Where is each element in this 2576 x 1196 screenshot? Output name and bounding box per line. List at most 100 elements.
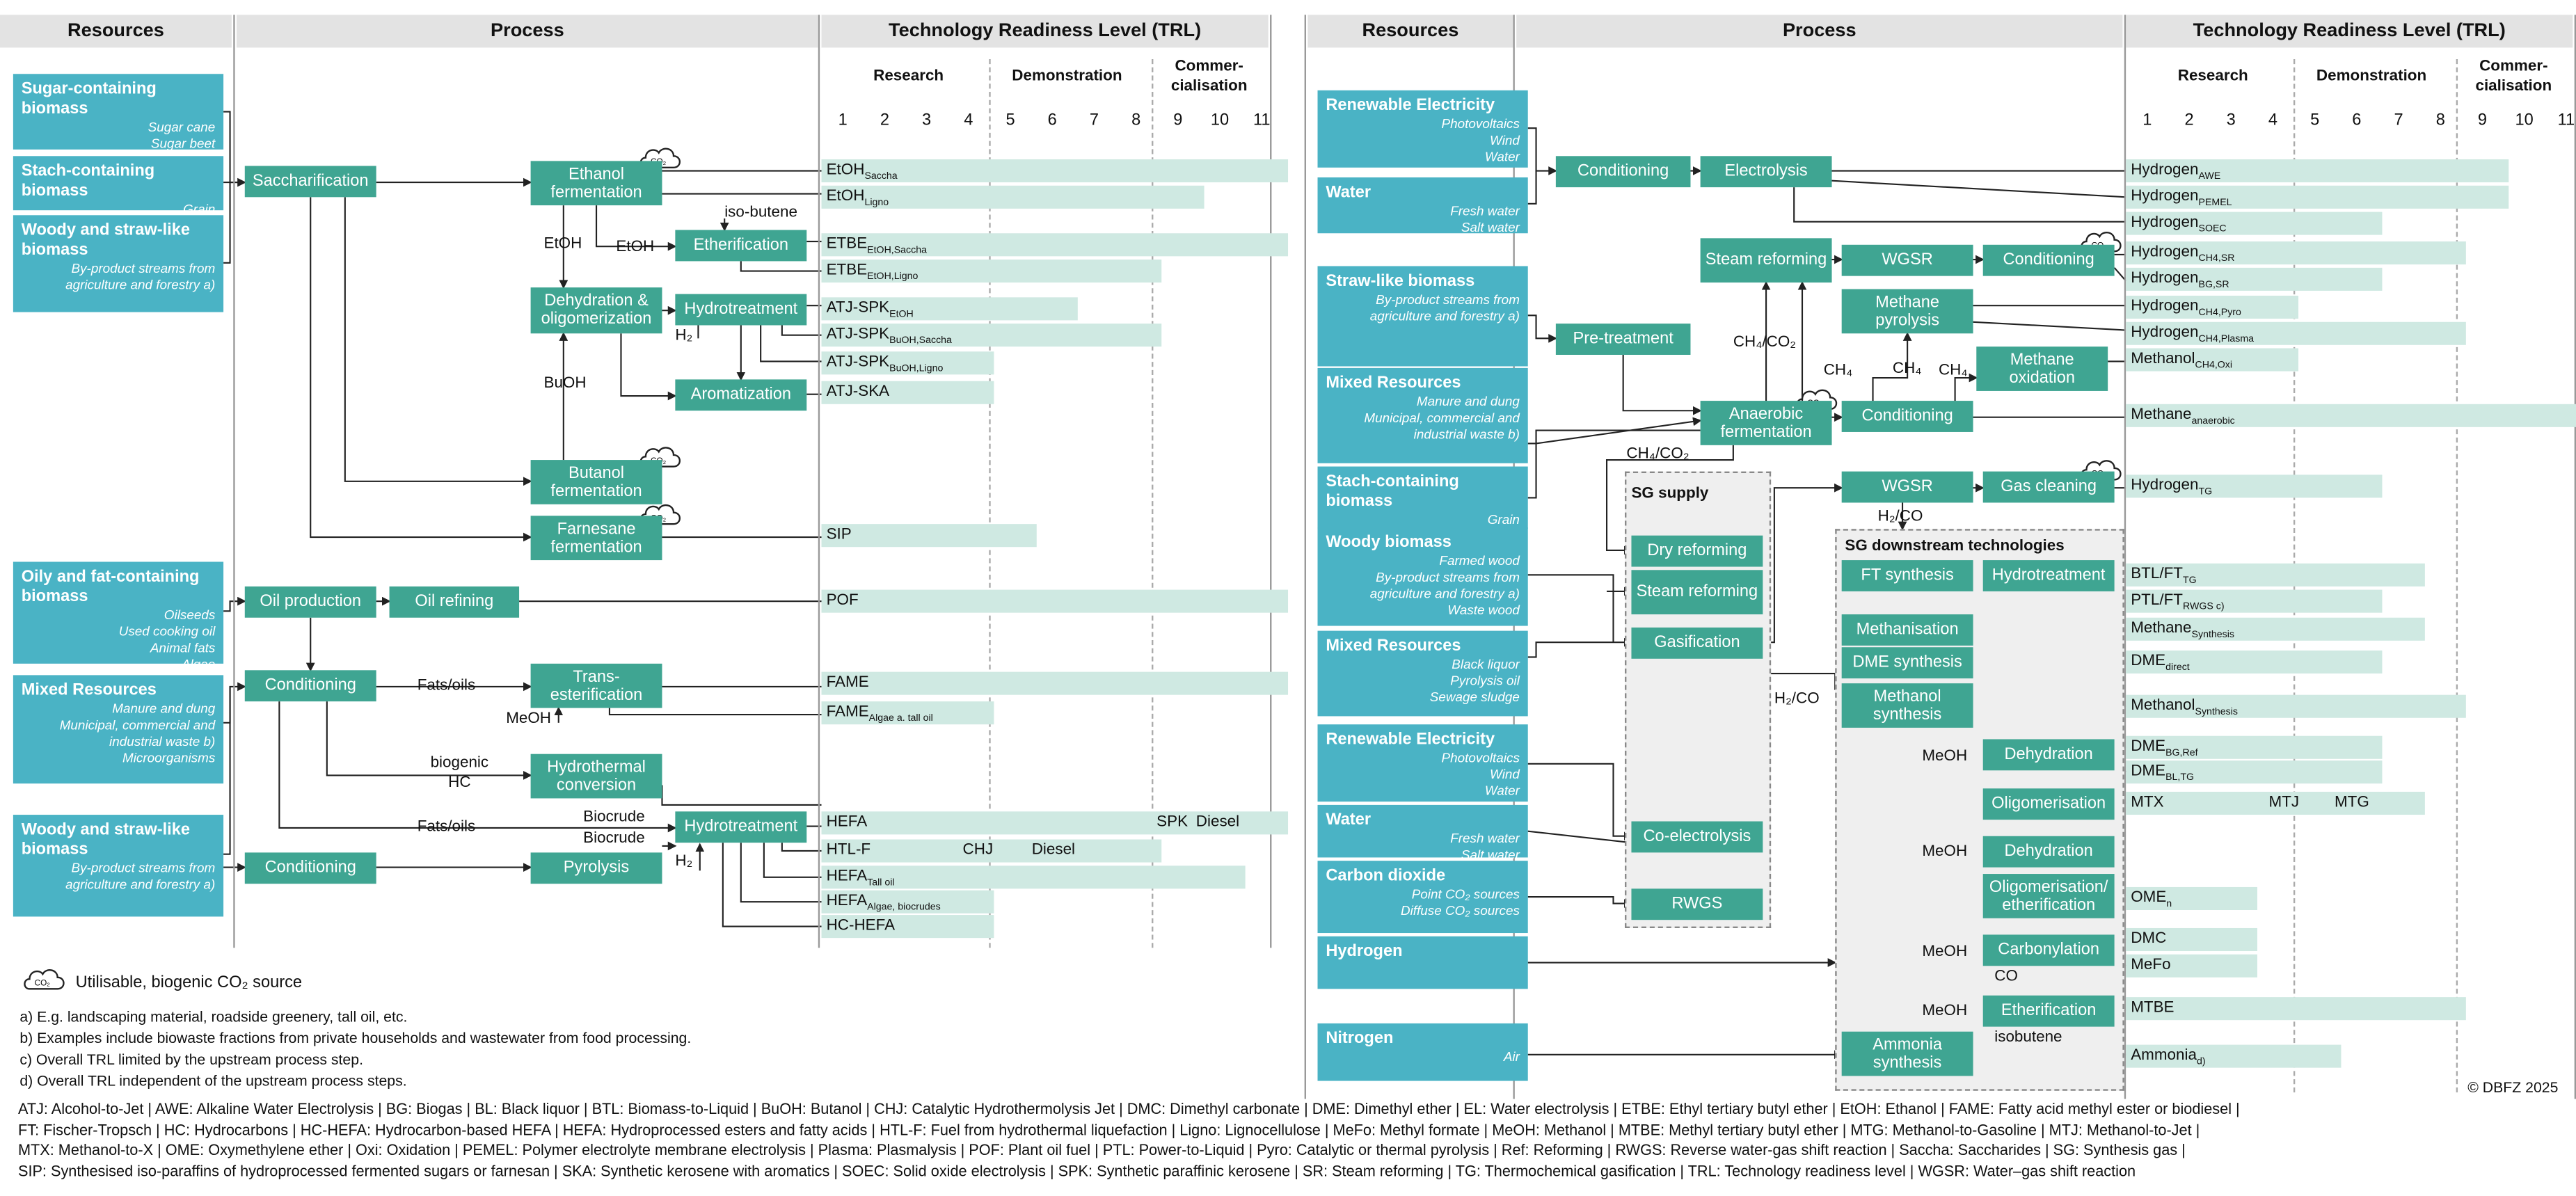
trl-bar-subscript: anaerobic [2191,417,2235,427]
trl-bar-subscript: BuOH,Ligno [889,364,944,375]
trl-bar-subscript: RWGS c) [2182,603,2225,613]
resource-subtitle: Farmed wood By-product streams from agri… [1369,553,1520,618]
flow-connector [1527,417,1702,445]
process-dehydration1: Dehydration [1982,739,2115,771]
flow-connector [223,596,246,612]
trl-bar-left: HEFAAlgae, biocrudes [821,890,994,914]
trl-bar-label: HC-HEFA [826,916,896,935]
flow-connector [278,701,677,833]
trl-number: 5 [1005,111,1015,130]
trl-bar-label: HEFA [826,813,868,831]
trl-category-commercialisation: Commer- cialisation [2475,57,2552,95]
process-conditioning-a: Conditioning [1555,156,1691,188]
trl-bar-extra-label: CHJ [962,840,994,859]
flow-connector [1527,429,1701,499]
trl-bar-left: ETBEEtOH,Ligno [821,260,1162,283]
footnote: c) Overall TRL limited by the upstream p… [19,1051,364,1068]
trl-bar-label: OME [2131,888,2167,907]
trl-bar-subscript: Tall oil [867,878,895,889]
trl-bar-right: HydrogenBG,SR [2126,267,2383,291]
process-oligo-ether: Oligomerisation/ etherification [1982,874,2115,918]
trl-bar-label: MTX [2131,793,2164,812]
trl-bar-subscript: BG,Ref [2165,749,2198,759]
trl-bar-left: HTL-F CHJ Diesel [821,839,1162,863]
trl-number: 5 [2310,111,2320,130]
trl-bar-left: ATJ-SPKBuOH,Ligno [821,351,994,375]
process-steam-reforming: Steam reforming [1700,238,1832,283]
process-conditioning2: Conditioning [244,852,376,884]
process-etherification: Etherification [1982,995,2115,1027]
trl-bar-right: DMEBL,TG [2126,760,2383,784]
flow-connector [740,843,822,903]
trl-bar-left: EtOHLigno [821,185,1204,209]
process-farnesane-fermentation: Farnesane fermentation [530,516,662,561]
resource-title: Straw-like biomass [1326,272,1475,291]
flow-connector [781,325,822,336]
trl-number: 10 [2515,111,2534,130]
trl-bar-subscript: BG,SR [2198,280,2229,291]
trl-bar-subscript: Saccha [864,172,898,182]
resource-subtitle: Black liquor Pyrolysis oil Sewage sludge [1429,657,1520,705]
trl-bar-extra-label: Diesel [1195,813,1240,831]
resource-title: Carbon dioxide [1326,867,1446,886]
trl-phase-divider [2456,58,2458,1093]
resource-subtitle: Grain [1487,512,1520,527]
co2-cloud-icon: CO₂ [24,969,65,990]
trl-number: 7 [2394,111,2403,130]
trl-bar-right: HydrogenTG [2126,475,2383,498]
trl-bar-label: HTL-F [826,840,871,859]
process-conditioning-b: Conditioning [1982,244,2115,276]
flow-connector [326,701,532,780]
resource-subtitle: By-product streams from agriculture and … [65,261,216,293]
flow-connector [1527,314,1557,343]
trl-bar-label: FAME [826,673,869,692]
process-methane-oxidation: Methane oxidation [1976,346,2108,391]
trl-bar-right: MethaneSynthesis [2126,617,2424,641]
resource-subtitle: Manure and dung Municipal, commercial an… [59,701,216,766]
resource-title: Renewable Electricity [1326,97,1495,115]
flow-label-h2co1: H₂/CO [1877,507,1923,526]
trl-bar-label: Hydrogen [2131,213,2199,232]
process-methanol-synthesis: Methanol synthesis [1841,683,1973,728]
trl-bar-label: DME [2131,737,2166,756]
trl-bar-extra-label: Diesel [1031,840,1076,859]
flow-connector [1605,445,1734,555]
trl-bar-left: POF [821,589,1287,613]
trl-bar-label: HEFA [826,867,868,886]
trl-phase-divider [989,58,991,948]
resource-subtitle: Fresh water Salt water [1450,831,1520,863]
trl-number: 11 [2557,111,2575,130]
trl-bar-right: Ammoniad) [2126,1044,2341,1068]
resource-title: Stach-containing biomass [1326,472,1459,511]
trl-bar-left: FAME [821,671,1287,695]
trl-bar-subscript: CH4,Plasma [2198,335,2255,345]
flow-label-fats_oils1: Fats/oils [417,676,476,695]
trl-bar-left: ATJ-SPKBuOH,Saccha [821,324,1162,347]
trl-bar-subscript: CH4,SR [2198,254,2235,264]
flow-label-isobutene: isobutene [1994,1028,2062,1046]
resource-subtitle: Photovoltaics Wind Water [1441,750,1520,799]
trl-bar-label: Hydrogen [2131,187,2199,206]
trl-bar-label: DME [2131,762,2166,781]
panel-divider [818,15,820,948]
flow-connector [1763,483,1843,644]
process-hydrotreatment1: Hydrotreatment [675,294,807,326]
process-oil-production: Oil production [244,586,376,618]
flow-label-biocrude1: Biocrude [583,808,645,827]
trl-bar-label: POF [826,591,859,609]
flow-connector [1954,373,1978,401]
process-wgsr2: WGSR [1841,471,1973,503]
resource-title: Sugar-containing biomass [21,80,157,118]
process-pyrolysis: Pyrolysis [530,852,662,884]
trl-category-demonstration: Demonstration [1012,67,1122,86]
footnote: b) Examples include biowaste fractions f… [19,1030,692,1046]
footnote: a) E.g. landscaping material, roadside g… [19,1008,408,1026]
flow-connector [1527,763,1633,841]
trl-bar-right: DMC [2126,927,2257,952]
trl-bar-subscript: EtOH,Saccha [867,246,928,257]
